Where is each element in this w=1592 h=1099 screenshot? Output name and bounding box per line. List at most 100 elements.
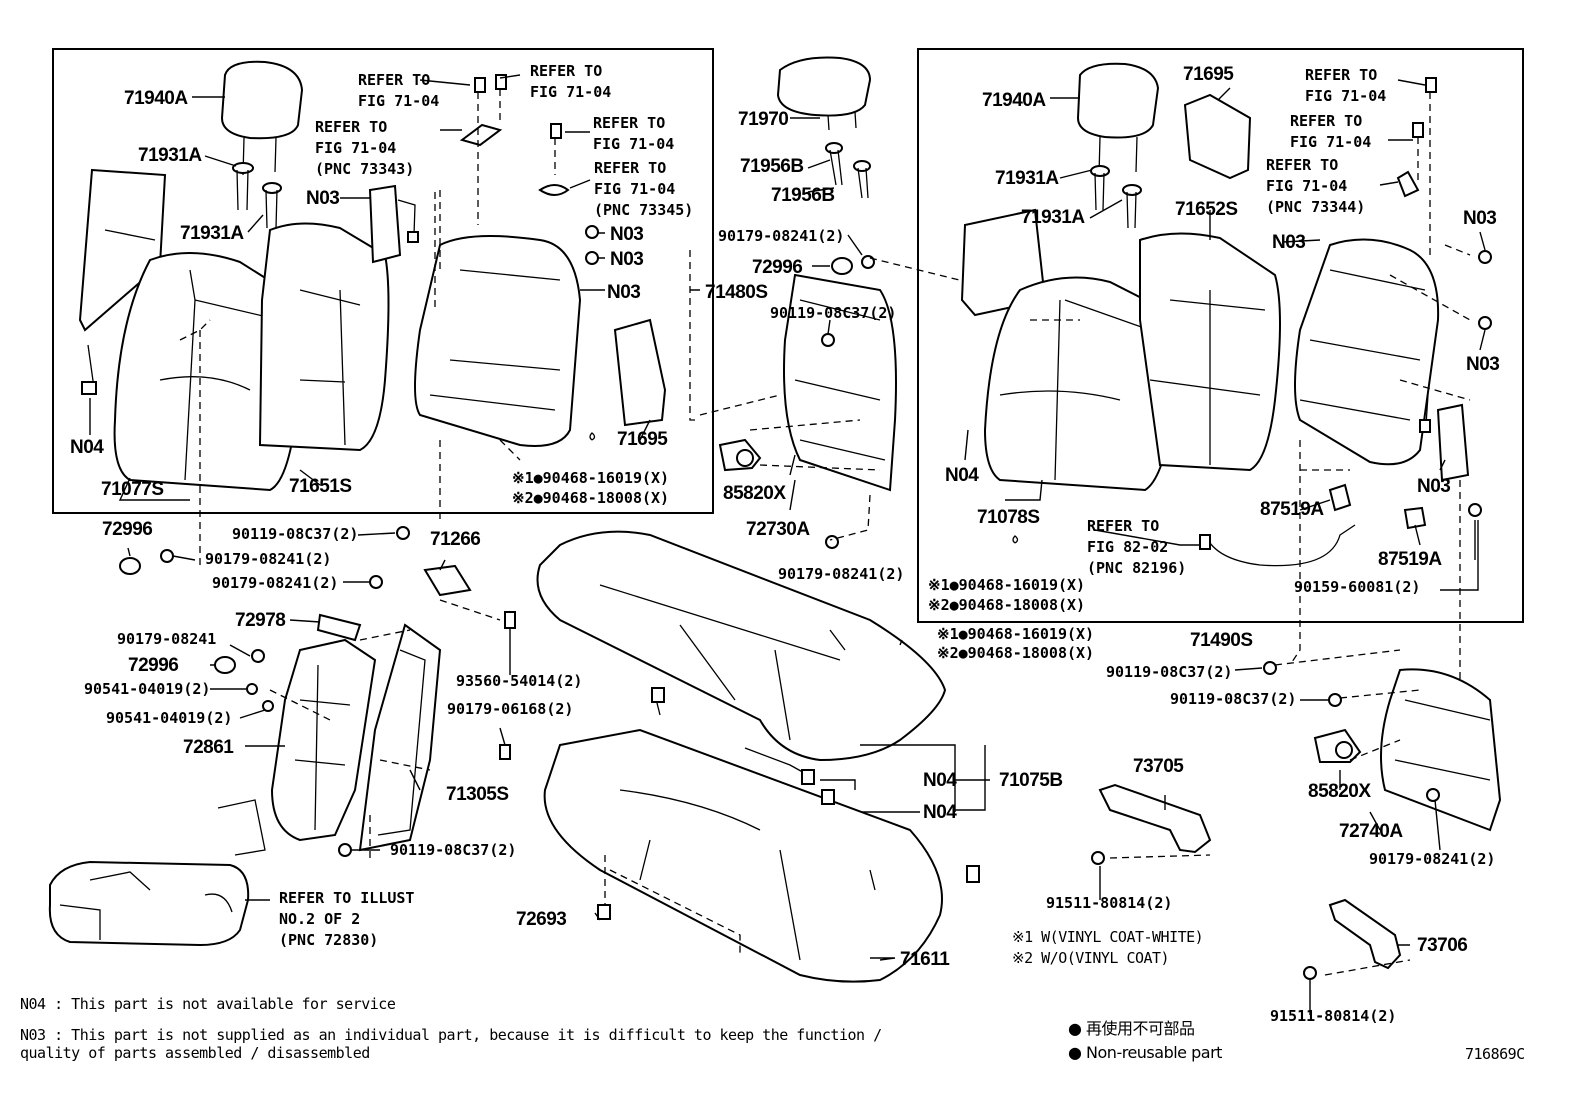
refer-fig-71-04-a: REFER TO FIG 71-04	[358, 71, 440, 110]
label-72861: 72861	[183, 737, 234, 758]
seatback-cover-left-drawing	[113, 252, 306, 492]
label-71931A-right-1: 71931A	[995, 168, 1059, 189]
n03-box-right-drawing	[1419, 394, 1470, 482]
label-N03-right-4: N03	[1417, 476, 1451, 497]
label-90119-08C37-2-e: 90119-08C37(2)	[1170, 690, 1297, 708]
label-91511-80814-2-a: 91511-80814(2)	[1046, 894, 1173, 912]
label-85820X-a: 85820X	[723, 483, 786, 504]
label-90179-08241-2-e: 90179-08241(2)	[1369, 850, 1496, 868]
label-85820X-b: 85820X	[1308, 781, 1371, 802]
label-90179-06168: 90179-06168(2)	[447, 700, 574, 718]
bracket-73706-drawing	[1328, 898, 1402, 970]
note-n03-line2: quality of parts assembled / disassemble…	[20, 1044, 370, 1062]
label-71266: 71266	[430, 529, 481, 550]
plate-72978-drawing	[316, 613, 362, 642]
mark-center-2: ※2●90468-18008(X)	[937, 644, 1095, 662]
label-93560-54014: 93560-54014(2)	[456, 672, 583, 690]
leaders-center-lower	[594, 639, 990, 961]
seatback-cover-right-drawing	[983, 276, 1178, 492]
label-71490S: 71490S	[1190, 630, 1253, 651]
cap-72996-b-drawing	[119, 557, 141, 575]
label-71940A-left: 71940A	[124, 88, 188, 109]
label-71956B-2: 71956B	[771, 185, 835, 206]
bolt-lower-right-2-drawing	[1328, 693, 1342, 707]
label-71956B-1: 71956B	[740, 156, 804, 177]
cap-72996-a-drawing	[831, 257, 853, 275]
clip-lower-right-drawing	[1426, 788, 1440, 802]
label-N03-right-1: N03	[1272, 232, 1306, 253]
seat-cushion-pad-71611-drawing	[543, 728, 980, 983]
headrest-right-drawing	[1076, 62, 1160, 176]
label-72693: 72693	[516, 909, 567, 930]
n03-box-left-drawing	[368, 184, 419, 264]
note-n03-line1: N03 : This part is not supplied as an in…	[20, 1026, 882, 1044]
headrest-center-drawing	[776, 56, 872, 131]
plate-71695-right-drawing	[1183, 93, 1252, 180]
label-71651S: 71651S	[289, 476, 352, 497]
mark-left-1: ※1●90468-16019(X)	[512, 469, 670, 487]
mark-right-1: ※1●90468-16019(X)	[928, 576, 1086, 594]
armrest-frame-71305S-drawing	[358, 623, 442, 852]
note-n04: N04 : This part is not available for ser…	[20, 995, 396, 1013]
refer-fig-71-04-pnc-73343: REFER TO FIG 71-04 (PNC 73343)	[315, 118, 415, 178]
label-73705: 73705	[1133, 756, 1184, 777]
seatback-cover-left-2-drawing	[258, 222, 390, 452]
refer-fig-71-04-c: REFER TO FIG 71-04	[593, 114, 675, 153]
legend-non-reusable-en: ● Non-reusable part	[1068, 1043, 1222, 1062]
label-71611: 71611	[900, 949, 950, 970]
clip-center-drawing	[861, 255, 875, 269]
screw-90541-b-drawing	[262, 700, 274, 712]
screw-90541-a-drawing	[246, 683, 258, 695]
label-71931A-left-2: 71931A	[180, 223, 244, 244]
label-90119-08C37-2-b: 90119-08C37(2)	[232, 525, 359, 543]
clip-lower-left-2-drawing	[369, 575, 383, 589]
leaders-lower-right	[1099, 649, 1441, 1015]
refer-fig-82-02-pnc-82196: REFER TO FIG 82-02 (PNC 82196)	[1087, 517, 1187, 577]
armrest-frame-72740A-drawing	[1380, 668, 1502, 832]
label-N03-right-3: N03	[1466, 354, 1500, 375]
leaders-left	[89, 74, 700, 570]
actuator-85820X-a-drawing	[718, 438, 762, 472]
label-72730A: 72730A	[746, 519, 810, 540]
seatback-frame-right-drawing	[1294, 238, 1440, 466]
label-90179-08241-2-d: 90179-08241(2)	[212, 574, 339, 592]
label-71931A-left-1: 71931A	[138, 145, 202, 166]
armrest-box-drawing	[48, 799, 266, 947]
label-N03-clip-2: N03	[610, 249, 644, 270]
label-71077S: 71077S	[101, 479, 164, 500]
label-90179-08241: 90179-08241	[117, 630, 217, 648]
label-87519A-2: 87519A	[1378, 549, 1442, 570]
label-71480S: 71480S	[705, 282, 768, 303]
label-71695-right: 71695	[1183, 64, 1234, 85]
refer-fig-71-04-d: REFER TO FIG 71-04	[1305, 66, 1387, 105]
label-71940A-right: 71940A	[982, 90, 1046, 111]
seatback-frame-left-drawing	[414, 235, 582, 447]
clip-72693-drawing	[597, 904, 611, 920]
label-90541-04019-2-a: 90541-04019(2)	[84, 680, 211, 698]
label-N04-center-2: N04	[923, 802, 957, 823]
legend-no-vinyl-coat: ※2 W/O(VINYL COAT)	[1012, 949, 1170, 967]
left-seatback-group-frame	[52, 48, 714, 514]
bolt-lower-right-1-drawing	[1263, 661, 1277, 675]
clip-lower-left-drawing	[160, 549, 174, 563]
label-90159-60081: 90159-60081(2)	[1294, 578, 1421, 596]
label-72978: 72978	[235, 610, 286, 631]
label-90119-08C37-2-c: 90119-08C37(2)	[390, 841, 517, 859]
clip-90179-drawing	[251, 649, 265, 663]
label-90119-08C37-2-a: 90119-08C37(2)	[770, 304, 897, 322]
clip-90179-06168-drawing	[499, 744, 511, 760]
label-90541-04019-2-b: 90541-04019(2)	[106, 709, 233, 727]
actuator-85820X-b-drawing	[1313, 728, 1362, 763]
label-72996-a: 72996	[752, 257, 803, 278]
wire-harness-right-drawing	[1199, 483, 1482, 567]
illustration-id: 716869C	[1465, 1045, 1525, 1063]
seat-cushion-cover-71075B-drawing	[536, 530, 947, 762]
refer-fig-71-04-e: REFER TO FIG 71-04	[1290, 112, 1372, 151]
refer-fig-71-04-pnc-73344: REFER TO FIG 71-04 (PNC 73344)	[1266, 156, 1366, 216]
label-71075B: 71075B	[999, 770, 1063, 791]
heater-wiring-drawing	[651, 687, 835, 805]
headrest-left-drawing	[220, 60, 304, 176]
label-91511-80814-2-b: 91511-80814(2)	[1270, 1007, 1397, 1025]
